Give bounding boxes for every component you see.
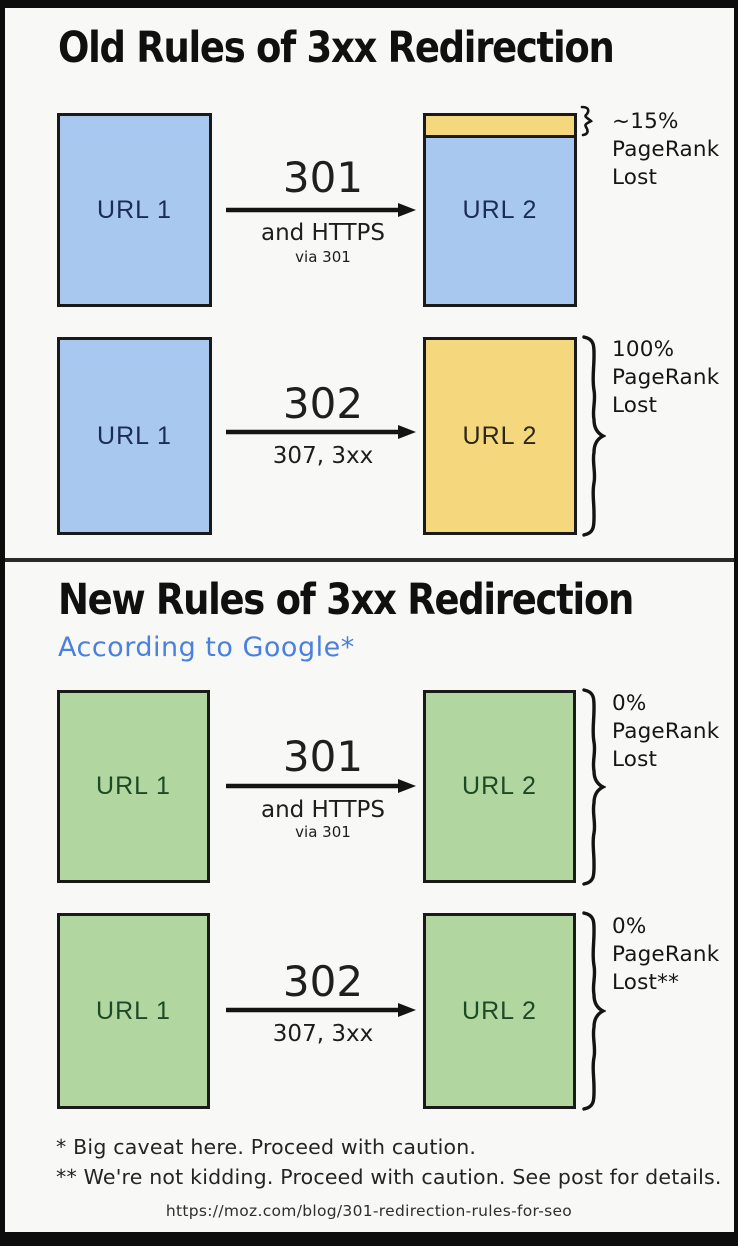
source-url: https://moz.com/blog/301-redirection-rul…	[165, 1202, 573, 1220]
brace-icon	[582, 688, 606, 886]
old-302-code-sub: 307, 3xx	[272, 443, 374, 469]
arrow-icon	[226, 425, 416, 439]
new-301-code: 301	[282, 732, 364, 781]
url-label: URL 1	[97, 421, 172, 450]
old-301-code-sub: and HTTPS	[260, 220, 386, 246]
new-301-annotation: 0% PageRank Lost	[612, 691, 720, 772]
new-302-annotation: 0% PageRank Lost**	[612, 914, 720, 995]
url-label: URL 1	[96, 996, 171, 1025]
url-label: URL 2	[462, 421, 538, 450]
old-302-annotation: 100% PageRank Lost	[612, 337, 720, 418]
old-301-annotation: ~15% PageRank Lost	[612, 109, 720, 190]
new-302-code: 302	[282, 957, 364, 1006]
brace-icon	[582, 911, 606, 1111]
old-301-code-sub2: via 301	[295, 248, 351, 266]
new-302-source-box: URL 1	[57, 913, 210, 1109]
url-label: URL 1	[96, 772, 171, 800]
footnote-not-kidding: ** We're not kidding. Proceed with cauti…	[56, 1165, 722, 1189]
arrow-icon	[226, 779, 416, 793]
old-section-title: Old Rules of 3xx Redirection	[58, 23, 615, 73]
old-302-target-box: URL 2	[423, 337, 577, 535]
url-label: URL 2	[462, 996, 537, 1025]
new-302-target-box: URL 2	[423, 913, 576, 1109]
old-302-code: 302	[282, 379, 364, 428]
new-301-target-box: URL 2	[423, 690, 576, 883]
brace-icon	[582, 335, 606, 537]
new-section-title: New Rules of 3xx Redirection	[58, 575, 634, 625]
new-302-code-sub: 307, 3xx	[272, 1021, 374, 1047]
footnote-caveat: * Big caveat here. Proceed with caution.	[56, 1135, 477, 1159]
section-divider	[5, 558, 734, 562]
small-brace-icon	[580, 105, 594, 137]
new-301-source-box: URL 1	[57, 690, 210, 883]
arrow-icon	[226, 1003, 416, 1017]
url-label: URL 2	[462, 772, 537, 800]
url-label: URL 1	[97, 195, 172, 224]
old-301-target-box: URL 2	[423, 113, 577, 307]
new-section-subtitle: According to Google*	[58, 632, 355, 663]
arrow-icon	[226, 203, 416, 217]
pagerank-lost-stripe	[426, 116, 574, 138]
old-301-source-box: URL 1	[57, 113, 212, 307]
new-301-code-sub2: via 301	[295, 823, 351, 841]
old-301-code: 301	[282, 153, 364, 202]
url-label: URL 2	[462, 195, 538, 224]
new-301-code-sub: and HTTPS	[260, 797, 386, 823]
old-302-source-box: URL 1	[57, 337, 212, 535]
